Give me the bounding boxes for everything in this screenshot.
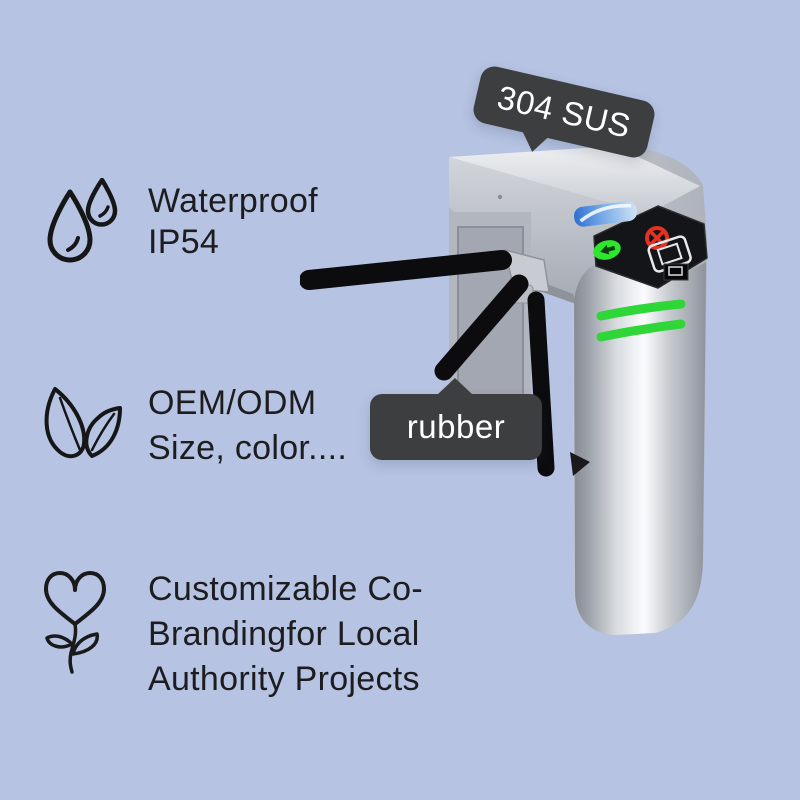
heart-flower-icon <box>44 558 106 676</box>
feature-line: Customizable Co- <box>148 570 424 608</box>
callout-material-label: 304 SUS <box>493 78 635 145</box>
green-go-arrow-icon <box>593 240 621 260</box>
turnstile-column <box>574 262 706 635</box>
callout-tail <box>437 378 473 395</box>
turnstile-arm-left <box>300 250 512 290</box>
feature-line: Waterproof <box>148 182 318 220</box>
turnstile-arm-down <box>527 291 555 477</box>
screw-dot <box>497 194 503 200</box>
green-led-stripe <box>596 319 686 342</box>
turnstile-beam-top <box>449 146 700 214</box>
feature-line: Size, color.... <box>148 429 348 467</box>
water-drops-icon <box>42 178 118 270</box>
feature-line: OEM/ODM <box>148 384 317 422</box>
back-arm-tip <box>570 452 590 476</box>
feature-waterproof-text: Waterproof IP54 <box>148 181 318 263</box>
feature-line: Brandingfor Local <box>148 615 420 653</box>
leaves-icon <box>40 386 124 470</box>
reader-screen <box>668 266 683 276</box>
callout-arm-label: rubber <box>406 408 506 445</box>
green-led-stripe <box>596 299 686 321</box>
feature-custom-branding-text: Customizable Co- Brandingfor Local Autho… <box>148 567 423 702</box>
blue-brand-sticker <box>574 201 637 227</box>
feature-line: Authority Projects <box>148 660 420 698</box>
feature-line: IP54 <box>148 223 220 261</box>
tripod-turnstile-image <box>300 140 720 652</box>
callout-arm-material: rubber <box>370 378 542 460</box>
turnstile-arm-middle <box>434 274 529 381</box>
feature-oem-odm-text: OEM/ODM Size, color.... <box>148 381 347 471</box>
